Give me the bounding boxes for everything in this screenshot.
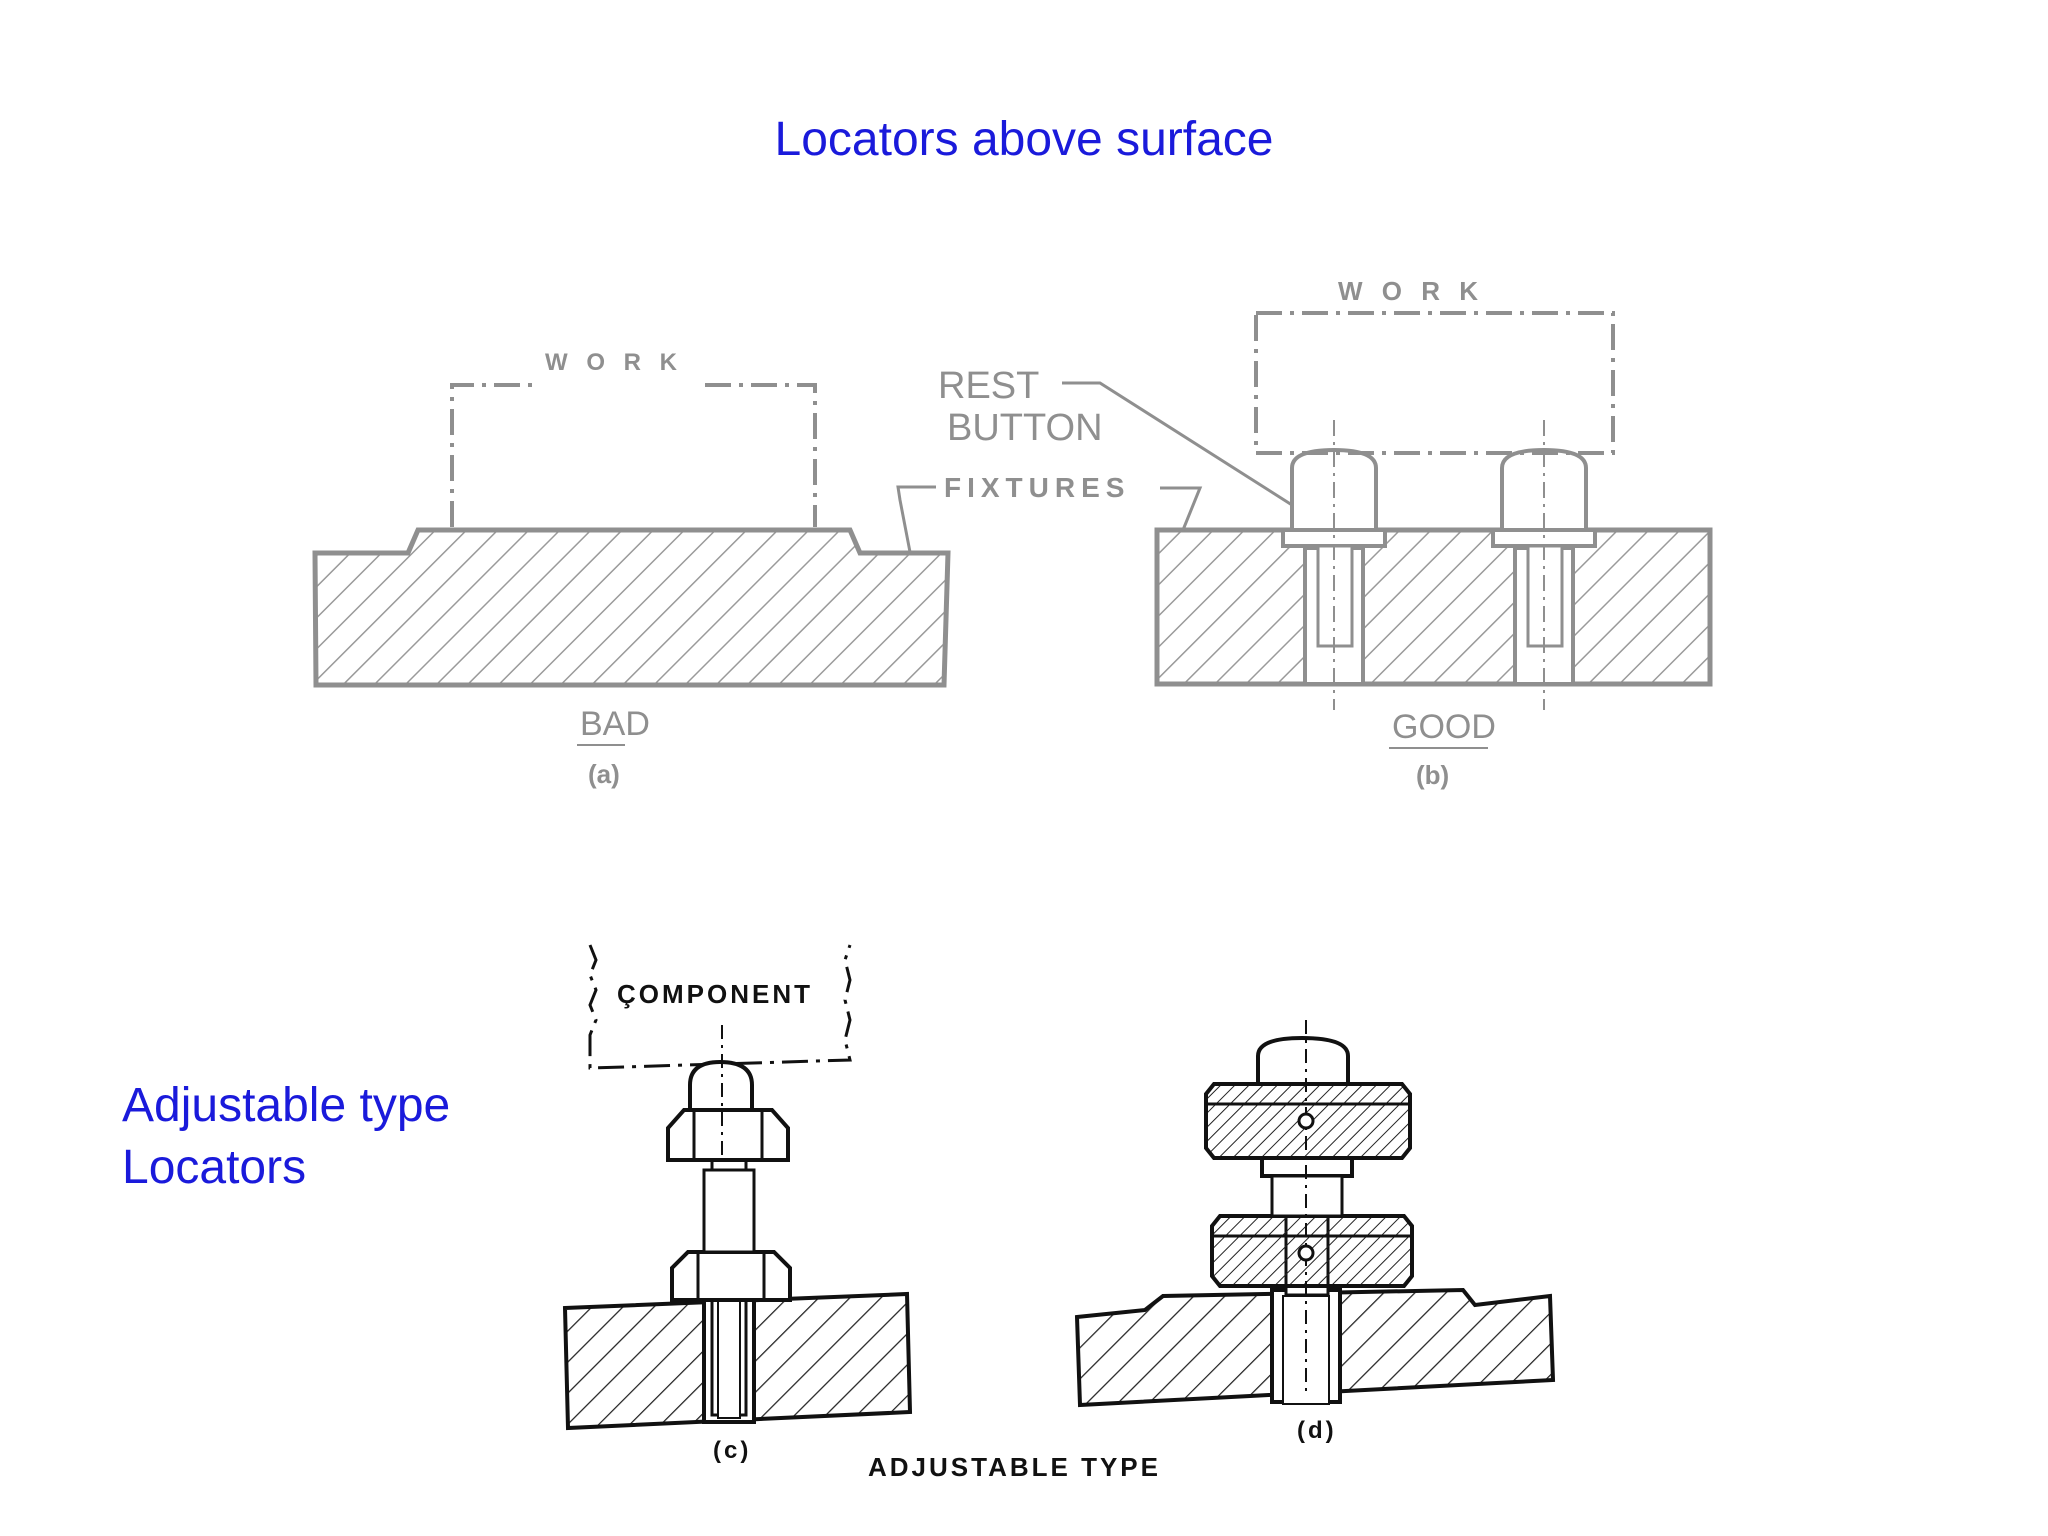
callouts: REST BUTTON FIXTURES — [896, 365, 1293, 553]
good-work-outline — [1254, 311, 1615, 455]
figure-d: (d) — [1074, 1020, 1556, 1444]
rest-button-left — [1281, 420, 1387, 710]
component-outline — [588, 944, 852, 1070]
figure-c: ÇOMPONENT (c) — [562, 944, 913, 1464]
fixtures-label: FIXTURES — [944, 472, 1130, 503]
side-heading-line-1: Adjustable type — [122, 1079, 451, 1132]
good-sublabel: (b) — [1416, 760, 1449, 790]
component-label: ÇOMPONENT — [617, 979, 813, 1009]
figure-bad: W O R K BAD (a) — [312, 349, 951, 789]
rest-button-right — [1491, 420, 1597, 710]
good-work-label: W O R K — [1338, 276, 1484, 306]
d-sublabel: (d) — [1297, 1417, 1337, 1444]
c-sublabel: (c) — [713, 1437, 751, 1464]
good-fixture-body — [1154, 527, 1713, 687]
side-heading-line-2: Locators — [122, 1141, 307, 1194]
bad-work-outline — [450, 383, 817, 527]
slide-title: Locators above surface — [774, 113, 1274, 166]
bad-work-label: W O R K — [545, 349, 683, 376]
adjustable-type-caption: ADJUSTABLE TYPE — [868, 1452, 1161, 1482]
bad-sublabel: (a) — [588, 759, 620, 789]
good-caption: GOOD — [1392, 708, 1496, 746]
bad-fixture-body — [312, 527, 951, 688]
rest-button-label-line-2: BUTTON — [947, 407, 1103, 449]
figure-good: W O R K GOOD (b) — [1154, 276, 1713, 790]
bad-caption: BAD — [580, 705, 650, 743]
side-heading: Adjustable type Locators — [122, 1075, 450, 1199]
rest-button-label-line-1: REST — [938, 365, 1039, 407]
